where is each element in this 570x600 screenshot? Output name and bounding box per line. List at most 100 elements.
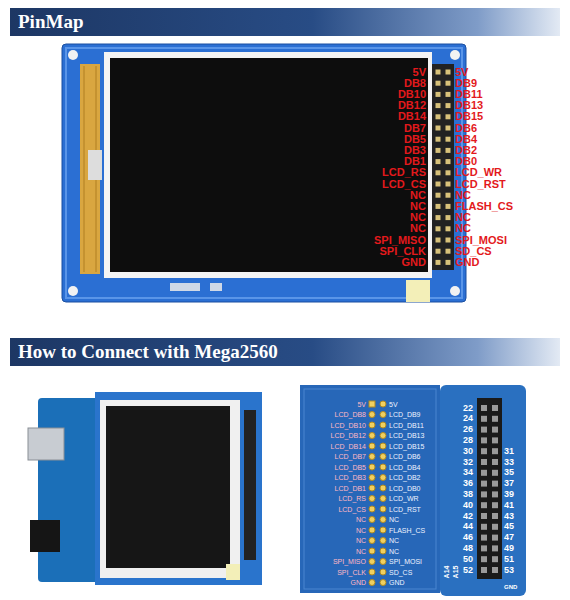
pin-number: 31	[504, 447, 514, 456]
pin-number: 48	[463, 544, 473, 553]
solder-pad	[369, 506, 375, 512]
pin-number: 43	[504, 512, 514, 521]
pin-label: GND	[350, 579, 366, 586]
pin-label: LCD_CS	[338, 506, 366, 513]
solder-pad	[369, 401, 375, 407]
pin-label: FLASH_CS	[389, 527, 425, 534]
header-pin	[436, 81, 441, 86]
header-pin	[436, 215, 441, 220]
pin-number: 42	[463, 512, 473, 521]
pin-label: DB2	[455, 145, 477, 156]
solder-pad	[380, 580, 386, 586]
header-pin	[481, 448, 487, 454]
header-pin	[492, 470, 498, 476]
solder-pad	[369, 527, 375, 533]
pin-label: LCD_WR	[389, 495, 419, 502]
solder-pad	[369, 485, 375, 491]
mega-photo	[28, 392, 262, 585]
pin-label: DB10	[398, 89, 426, 100]
pin-label: SPI_MISO	[374, 235, 426, 246]
solder-pad	[380, 475, 386, 481]
solder-pad	[380, 496, 386, 502]
header-pin	[436, 137, 441, 142]
pin-number: 53	[504, 566, 514, 575]
header-pin	[481, 459, 487, 465]
pin-label: LCD_DB2	[389, 474, 421, 481]
header-pin	[436, 159, 441, 164]
pin-label: NC	[410, 223, 426, 234]
header-pin	[436, 126, 441, 131]
header-pin	[446, 114, 451, 119]
pin-label: LCD_DB14	[331, 443, 366, 450]
header-pin	[446, 159, 451, 164]
pin-number: 30	[463, 447, 473, 456]
pin-label: SPI_MISO	[333, 558, 366, 565]
pin-number: 32	[463, 458, 473, 467]
pin-label: NC	[455, 212, 471, 223]
pin-label: 5V	[455, 67, 468, 78]
header-pin	[492, 491, 498, 497]
header-pin	[446, 226, 451, 231]
pin-label: A15	[452, 566, 459, 579]
pin-label: NC	[455, 223, 471, 234]
pin-number: 34	[463, 468, 473, 477]
pcb-back	[300, 385, 440, 593]
header-pin	[436, 170, 441, 175]
header-pin	[492, 545, 498, 551]
header-pin	[446, 249, 451, 254]
pin-label: NC	[389, 516, 399, 523]
header-pin	[481, 416, 487, 422]
pin-label: NC	[356, 527, 366, 534]
solder-pad	[369, 496, 375, 502]
pin-label: NC	[410, 201, 426, 212]
pin-label: DB1	[404, 156, 426, 167]
pin-number: 28	[463, 436, 473, 445]
pin-label: LCD_DB3	[334, 474, 366, 481]
pin-number: 33	[504, 458, 514, 467]
pin-label: LCD_RST	[389, 506, 421, 513]
pin-label: LCD_WR	[455, 167, 502, 178]
pin-label: LCD_DB13	[389, 432, 424, 439]
solder-pad	[369, 559, 375, 565]
pin-label: NC	[389, 537, 399, 544]
solder-pad	[369, 569, 375, 575]
header-pin	[436, 204, 441, 209]
pin-number: 40	[463, 501, 473, 510]
lcd-module	[62, 44, 466, 302]
pin-label: LCD_DB10	[331, 422, 366, 429]
pin-label: SPI_CLK	[380, 246, 426, 257]
header-pin	[492, 524, 498, 530]
header-pin	[492, 416, 498, 422]
header-pin	[481, 437, 487, 443]
header-pin	[481, 513, 487, 519]
solder-pad	[380, 422, 386, 428]
section-header: PinMap	[10, 8, 560, 36]
pin-number: 26	[463, 425, 473, 434]
pin-label: SD_CS	[389, 569, 412, 576]
pin-number: 52	[463, 566, 473, 575]
pin-number: 35	[504, 468, 514, 477]
solder-pad	[369, 443, 375, 449]
pin-number: 49	[504, 544, 514, 553]
solder-pad	[380, 506, 386, 512]
header-pin	[492, 535, 498, 541]
solder-pad	[380, 412, 386, 418]
header-pin	[481, 524, 487, 530]
solder-pad	[380, 454, 386, 460]
header-pin	[492, 502, 498, 508]
pin-label: DB14	[398, 111, 426, 122]
header-pin	[436, 238, 441, 243]
solder-pad	[369, 454, 375, 460]
header-pin	[446, 170, 451, 175]
pin-label: A14	[443, 566, 450, 579]
solder-pad	[380, 464, 386, 470]
pin-label: LCD_RS	[338, 495, 366, 502]
pin-label: DB13	[455, 100, 483, 111]
header-pin	[481, 470, 487, 476]
pin-label: LCD_RS	[382, 167, 426, 178]
solder-pad	[380, 433, 386, 439]
pin-label: NC	[356, 516, 366, 523]
pin-label: DB6	[455, 123, 477, 134]
header-pin	[436, 70, 441, 75]
solder-pad	[369, 517, 375, 523]
